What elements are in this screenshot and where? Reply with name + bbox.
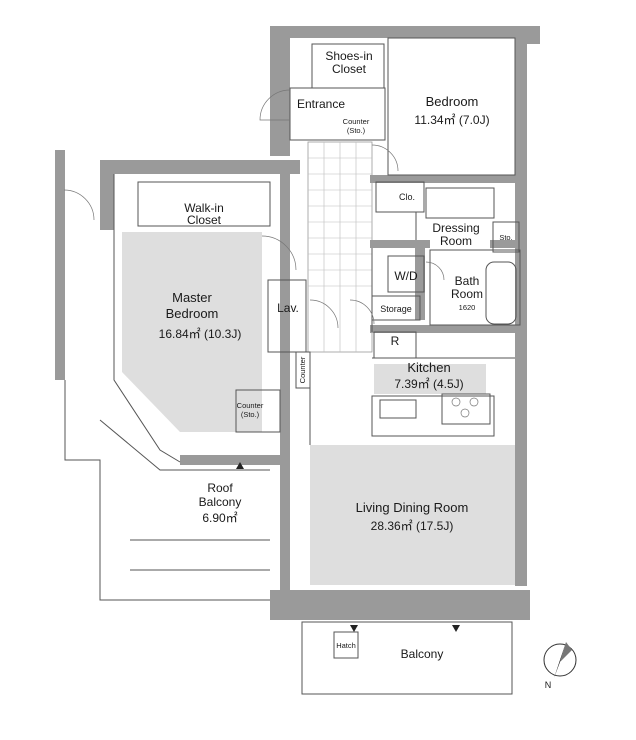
bath-room-line1: Bath bbox=[455, 274, 480, 288]
living-dining-area: 28.36㎡ (17.5J) bbox=[371, 519, 454, 533]
shoes-closet-line2: Closet bbox=[332, 62, 367, 76]
corridor-tiles bbox=[307, 141, 373, 353]
counter-entrance-line1: Counter bbox=[343, 117, 370, 126]
counter-master-line2: (Sto.) bbox=[241, 410, 260, 419]
counter-entrance-label: Counter(Sto.) bbox=[343, 117, 370, 135]
room-fills bbox=[122, 232, 515, 585]
walkin-closet-line1: Walk-in bbox=[184, 201, 224, 215]
counter-side-label: Counter bbox=[298, 356, 307, 383]
counter-master-line1: Counter bbox=[237, 401, 264, 410]
shoes-closet-line1: Shoes-in bbox=[325, 49, 372, 63]
r-label: R bbox=[391, 334, 400, 348]
bath-room-size: 1620 bbox=[459, 303, 476, 312]
walls bbox=[55, 26, 540, 620]
roof-balcony-area: 6.90㎡ bbox=[202, 511, 237, 525]
living-dining-label: Living Dining Room bbox=[356, 500, 469, 515]
bath-room-line2: Room bbox=[451, 287, 483, 301]
compass-north-label: N bbox=[545, 680, 552, 690]
master-bedroom-line2: Bedroom bbox=[166, 306, 219, 321]
counter-entrance-line2: (Sto.) bbox=[347, 126, 366, 135]
lav-label: Lav. bbox=[277, 301, 299, 315]
partitions bbox=[137, 37, 521, 695]
hatch-label: Hatch bbox=[336, 641, 356, 650]
dressing-room-line2: Room bbox=[440, 234, 472, 248]
kitchen-area: 7.39㎡ (4.5J) bbox=[394, 377, 463, 391]
direction-markers bbox=[236, 462, 460, 632]
doors bbox=[63, 89, 445, 329]
roof-balcony-line2: Balcony bbox=[199, 495, 242, 509]
bedroom-label: Bedroom bbox=[426, 94, 479, 109]
terraces bbox=[64, 174, 270, 601]
sto-label: Sto. bbox=[499, 233, 512, 242]
kitchen-label: Kitchen bbox=[407, 360, 450, 375]
walkin-closet-line2: Closet bbox=[187, 213, 222, 227]
counter-master-label: Counter(Sto.) bbox=[237, 401, 264, 419]
wd-label: W/D bbox=[394, 269, 418, 283]
roof-balcony-line1: Roof bbox=[207, 481, 233, 495]
master-bedroom-line1: Master bbox=[172, 290, 212, 305]
compass bbox=[543, 642, 577, 678]
dressing-room-line1: Dressing bbox=[432, 221, 479, 235]
balcony-label: Balcony bbox=[401, 647, 444, 661]
master-bedroom-area: 16.84㎡ (10.3J) bbox=[159, 327, 242, 341]
clo-label: Clo. bbox=[399, 192, 415, 202]
bedroom-area: 11.34㎡ (7.0J) bbox=[414, 113, 489, 127]
storage-label: Storage bbox=[380, 304, 412, 314]
entrance-label: Entrance bbox=[297, 97, 345, 111]
